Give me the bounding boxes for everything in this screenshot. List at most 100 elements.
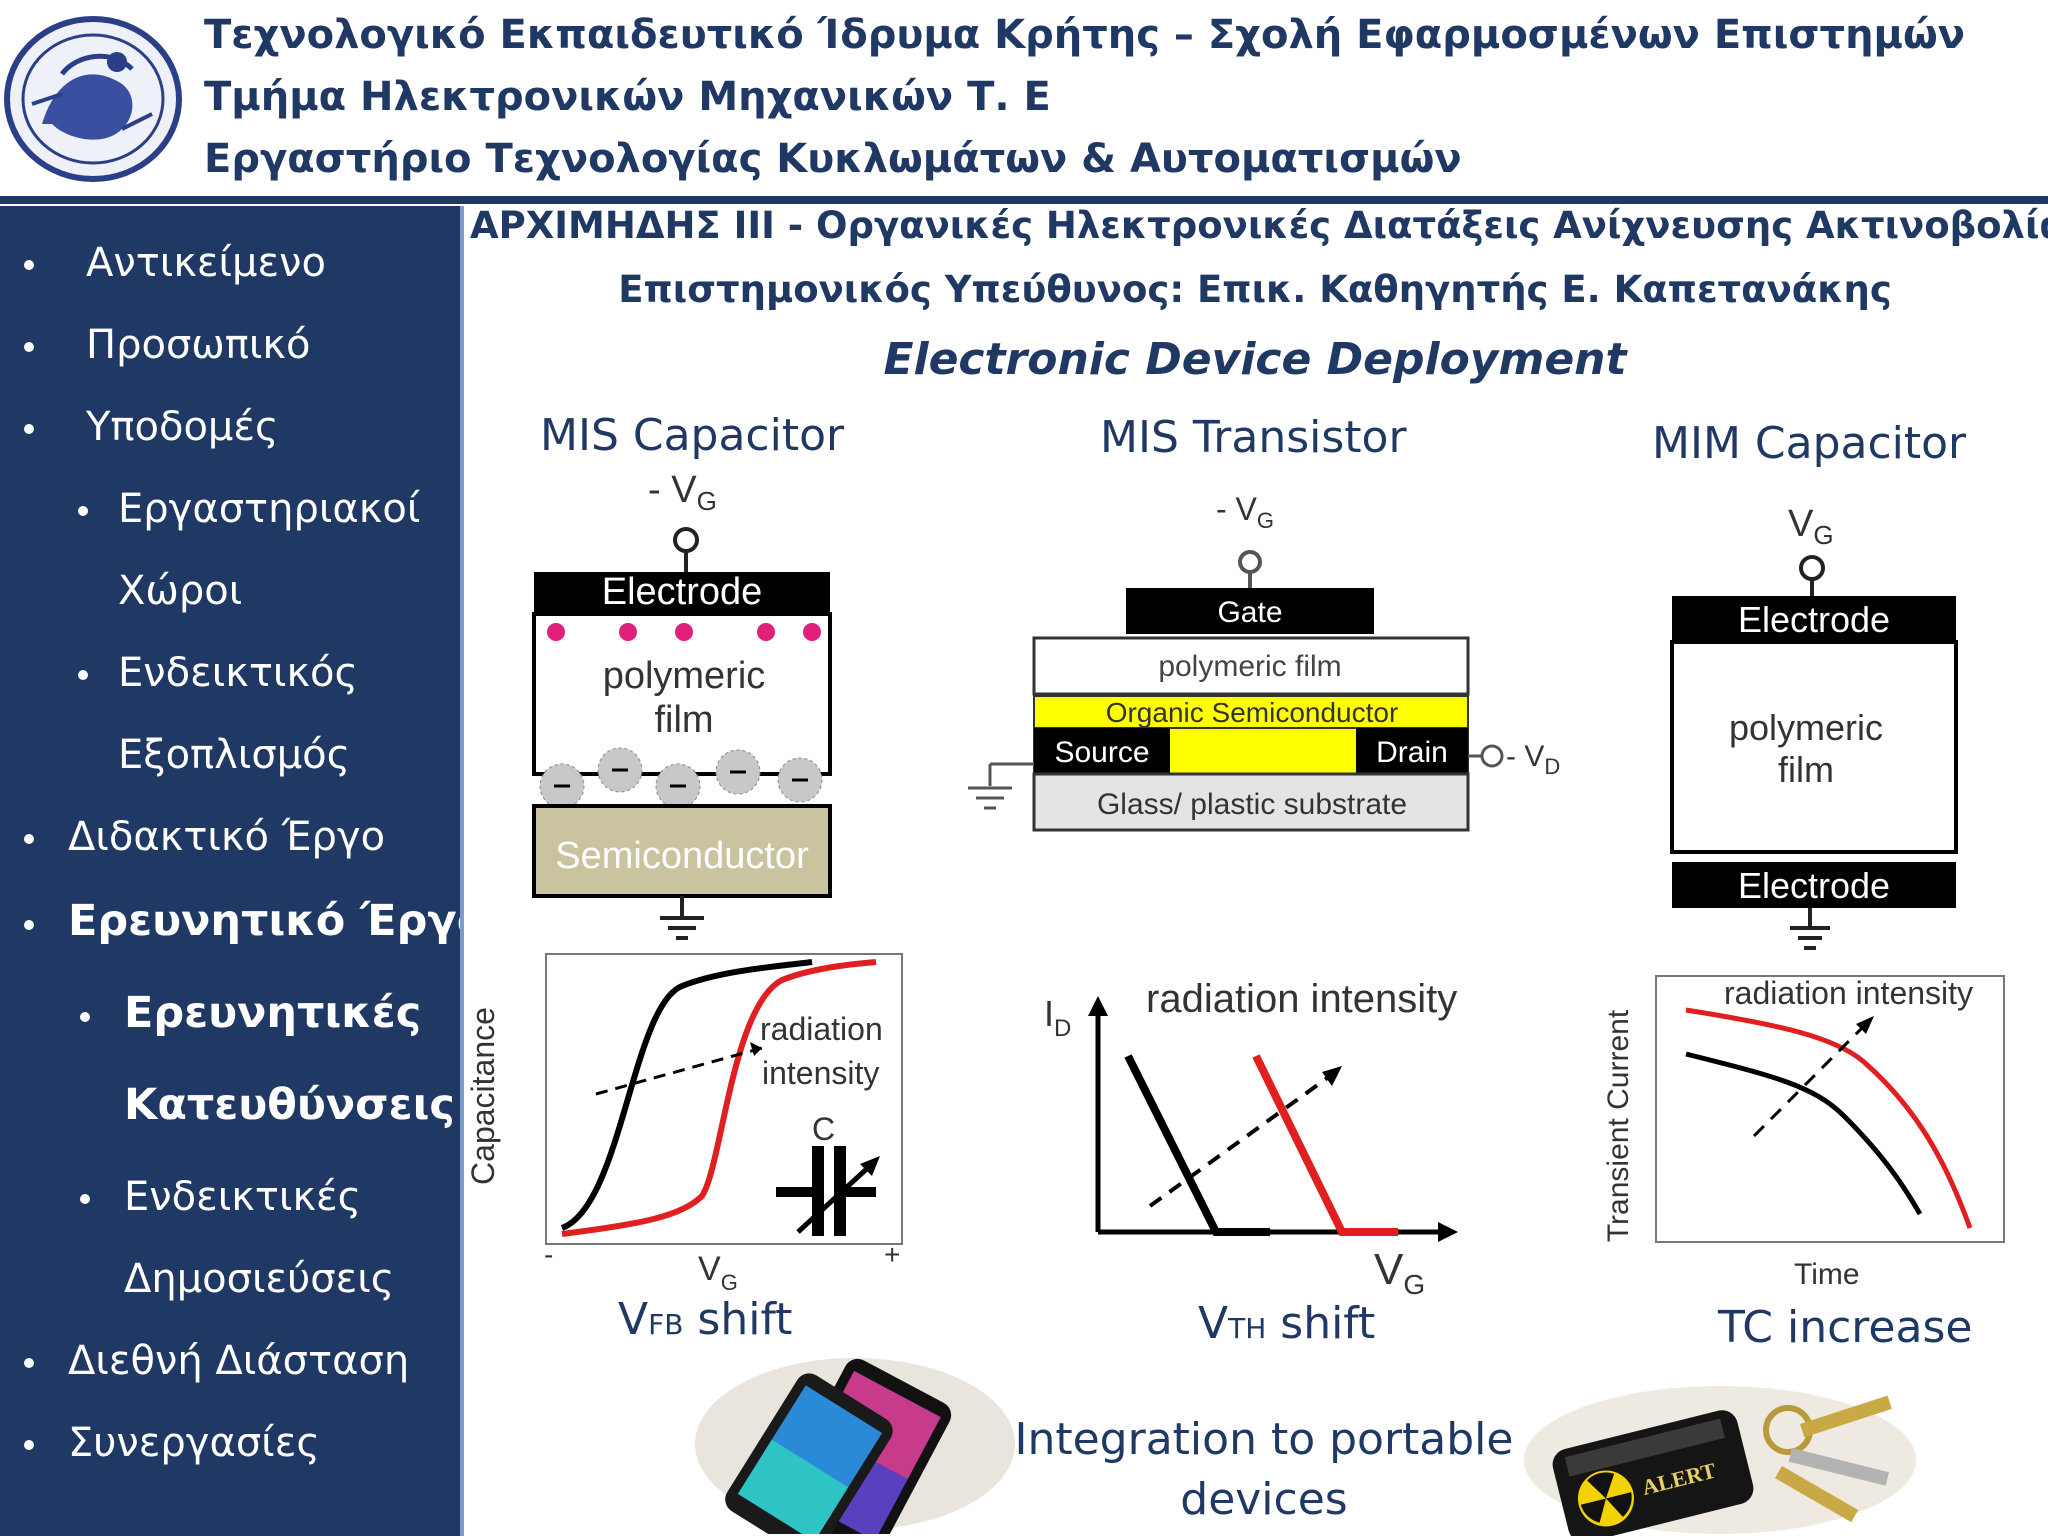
bullet-icon — [80, 1194, 90, 1204]
cv-xlabel: VG — [698, 1250, 738, 1295]
mis-transistor-diagram: - VG Gate polymeric film Organic Semicon… — [968, 491, 1560, 832]
mis-cap-vg-label: - VG — [648, 470, 717, 516]
svg-text:C: C — [812, 1111, 835, 1147]
sidebar-item-kateuthynseis[interactable]: Ερευνητικές — [124, 988, 422, 1038]
tc-ylabel: Transient Current — [1602, 1009, 1635, 1242]
bullet-icon — [24, 1358, 34, 1368]
ground-icon — [1790, 926, 1830, 950]
university-logo-icon — [4, 16, 182, 182]
vfb-shift-caption: VFB shift — [618, 1294, 793, 1345]
mim-capacitor-diagram: VG Electrode polymeric film Electrode — [1670, 503, 1958, 950]
source-block — [1034, 728, 1170, 774]
id-curve-before — [1124, 1054, 1270, 1236]
header-institution: Τεχνολογικό Εκπαιδευτικό Ίδρυμα Κρήτης –… — [204, 12, 1965, 58]
svg-text:Source: Source — [1054, 736, 1149, 769]
sidebar-item-antikeimeno[interactable]: Αντικείμενο — [86, 240, 326, 286]
header-lab: Εργαστήριο Τεχνολογίας Κυκλωμάτων & Αυτο… — [204, 136, 1462, 182]
bullet-icon — [78, 670, 88, 680]
header-divider — [0, 196, 2048, 204]
section-title: Electronic Device Deployment — [883, 334, 1627, 385]
mis-tr-vg-label: - VG — [1216, 491, 1274, 533]
sidebar-edge — [460, 206, 464, 1536]
sidebar-item-dimosieuseis[interactable]: Ενδεικτικές — [124, 1174, 362, 1220]
mis-capacitor-title: MIS Capacitor — [540, 410, 845, 461]
mis-capacitor-diagram: - VG Electrode polymeric film Semiconduc… — [532, 470, 832, 940]
cv-curve-before — [560, 959, 813, 1231]
mis-cap-electrode — [534, 572, 830, 614]
svg-text:Electrode: Electrode — [1738, 599, 1890, 640]
bullet-icon — [24, 920, 34, 930]
sidebar-item-didaktiko[interactable]: Διδακτικό Έργο — [68, 814, 386, 860]
mim-top-electrode — [1672, 596, 1956, 642]
bullet-icon — [24, 260, 34, 270]
transient-current-graph: Transient Current radiation intensity Ti… — [1602, 975, 2005, 1291]
sidebar-item-ypodomes[interactable]: Υποδομές — [86, 404, 279, 450]
terminal-icon — [673, 527, 699, 553]
keys-icon — [1763, 1395, 1892, 1523]
svg-text:film: film — [654, 699, 713, 741]
variable-capacitor-icon — [776, 1146, 880, 1236]
svg-text:Gate: Gate — [1217, 596, 1282, 629]
id-ylabel: ID — [1044, 993, 1071, 1042]
positive-charge-icons — [547, 623, 821, 641]
svg-text:Electrode: Electrode — [1738, 865, 1890, 906]
mim-capacitor-title: MIM Capacitor — [1652, 418, 1967, 469]
mim-bottom-electrode — [1672, 862, 1956, 908]
sidebar-item-exoplismos-line2[interactable]: Εξοπλισμός — [118, 732, 351, 778]
cv-shift-graph: Capacitance radiation intensity C - + VG — [465, 953, 903, 1295]
tc-curve-after — [1685, 1007, 1973, 1229]
integration-text: Integration to portable devices — [1014, 1414, 1514, 1525]
bullet-icon — [24, 834, 34, 844]
svg-text:-: - — [544, 1239, 553, 1270]
mis-tr-vd-label: - VD — [1506, 740, 1560, 779]
svg-text:polymeric: polymeric — [603, 655, 766, 697]
smartphone-image — [695, 1358, 1015, 1534]
substrate-layer — [1032, 772, 1470, 832]
radiation-keychain-image: ALERT — [1524, 1386, 1916, 1536]
ground-icon — [660, 916, 704, 940]
svg-text:polymeric: polymeric — [1729, 707, 1883, 748]
bullet-icon — [80, 1012, 90, 1022]
svg-text:radiation: radiation — [760, 1011, 883, 1047]
terminal-icon — [1480, 744, 1504, 768]
svg-text:radiation intensity: radiation intensity — [1724, 975, 1973, 1011]
mis-transistor-title: MIS Transistor — [1100, 412, 1407, 463]
bullet-icon — [24, 424, 34, 434]
cv-curve-after — [561, 959, 877, 1237]
tc-curve-before — [1685, 1051, 1923, 1216]
id-vg-graph: ID radiation intensity VG — [1044, 977, 1458, 1300]
sidebar: Αντικείμενο Προσωπικό Υποδομές Εργαστηρι… — [0, 206, 486, 1536]
sidebar-item-diethni[interactable]: Διεθνή Διάσταση — [68, 1338, 410, 1384]
header-department: Τμήμα Ηλεκτρονικών Μηχανικών Τ. Ε — [204, 74, 1051, 120]
header: Τεχνολογικό Εκπαιδευτικό Ίδρυμα Κρήτης –… — [0, 0, 2048, 196]
bullet-icon — [24, 342, 34, 352]
tc-increase-caption: TC increase — [1718, 1302, 1973, 1353]
svg-text:radiation intensity: radiation intensity — [1146, 977, 1457, 1021]
sidebar-item-ergastiriakoi[interactable]: Εργαστηριακοί — [118, 486, 421, 532]
sidebar-item-synergasies[interactable]: Συνεργασίες — [68, 1420, 320, 1466]
svg-text:Semiconductor: Semiconductor — [555, 835, 809, 877]
project-title: ΑΡΧΙΜΗΔΗΣ ΙΙΙ - Οργανικές Ηλεκτρονικές Δ… — [470, 204, 2048, 247]
terminal-icon — [1799, 555, 1825, 581]
terminal-icon — [1238, 550, 1262, 574]
svg-text:+: + — [884, 1239, 900, 1270]
vth-shift-caption: VTH shift — [1198, 1298, 1376, 1349]
svg-text:Organic Semiconductor: Organic Semiconductor — [1106, 697, 1399, 728]
svg-text:polymeric film: polymeric film — [1158, 650, 1341, 683]
sidebar-item-dimosieuseis-line2[interactable]: Δημοσιεύσεις — [124, 1256, 395, 1302]
ground-icon — [968, 786, 1012, 810]
id-curve-after — [1252, 1054, 1398, 1236]
bullet-icon — [24, 1440, 34, 1450]
sidebar-item-exoplismos[interactable]: Ενδεικτικός — [118, 650, 358, 696]
cv-ylabel: Capacitance — [465, 1007, 501, 1185]
svg-text:film: film — [1778, 749, 1834, 790]
svg-text:intensity: intensity — [762, 1055, 879, 1091]
svg-text:Drain: Drain — [1376, 736, 1448, 769]
id-xlabel: VG — [1374, 1245, 1425, 1300]
svg-text:Electrode: Electrode — [602, 571, 763, 613]
sidebar-item-ereunitiko[interactable]: Ερευνητικό Έργο — [68, 896, 487, 946]
sidebar-item-kateuthynseis-line2[interactable]: Κατευθύνσεις — [124, 1080, 455, 1130]
svg-text:Glass/ plastic substrate: Glass/ plastic substrate — [1097, 788, 1407, 821]
sidebar-item-ergastiriakoi-line2[interactable]: Χώροι — [118, 568, 243, 614]
sidebar-item-prosopiko[interactable]: Προσωπικό — [86, 322, 311, 368]
